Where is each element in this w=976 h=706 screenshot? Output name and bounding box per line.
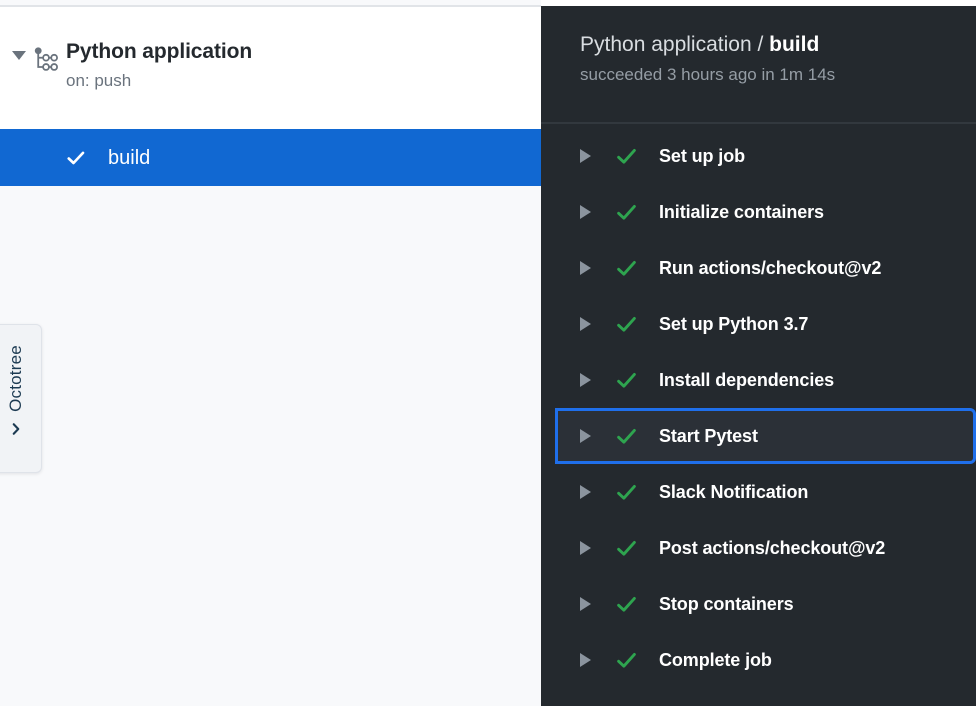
breadcrumb-workflow: Python application <box>580 33 752 56</box>
jobs-panel-empty-area <box>0 186 541 706</box>
check-icon <box>617 204 636 220</box>
step-row[interactable]: Set up job <box>541 128 976 184</box>
caret-right-icon[interactable] <box>580 653 591 667</box>
step-label: Set up job <box>659 146 745 166</box>
step-row[interactable]: Stop containers <box>541 576 976 632</box>
check-icon <box>617 372 636 388</box>
step-row[interactable]: Post actions/checkout@v2 <box>541 520 976 576</box>
steps-panel: Python application / build succeeded 3 h… <box>541 0 976 706</box>
step-row[interactable]: Start Pytest <box>558 408 976 464</box>
step-label: Run actions/checkout@v2 <box>659 258 882 278</box>
step-label: Initialize containers <box>659 202 824 222</box>
check-icon <box>617 148 636 164</box>
steps-panel-top-gap <box>541 0 976 6</box>
breadcrumb: Python application / build <box>580 32 976 58</box>
check-icon <box>617 540 636 556</box>
check-icon <box>617 428 636 444</box>
caret-right-icon[interactable] <box>580 149 591 163</box>
step-row[interactable]: Initialize containers <box>541 184 976 240</box>
run-status-text: succeeded 3 hours ago in 1m 14s <box>580 65 836 84</box>
workflow-title: Python application <box>66 40 253 63</box>
octotree-tab[interactable]: Octotree <box>0 324 42 473</box>
step-label: Slack Notification <box>659 482 809 502</box>
workflow-nodes-icon <box>34 47 58 71</box>
step-row[interactable]: Install dependencies <box>541 352 976 408</box>
step-label: Complete job <box>659 650 772 670</box>
check-icon <box>617 484 636 500</box>
step-row[interactable]: Slack Notification <box>541 464 976 520</box>
workflow-summary-row[interactable]: Python application on: push <box>0 39 252 92</box>
octotree-label: Octotree <box>6 345 25 412</box>
triangle-down-icon <box>12 51 26 60</box>
check-icon <box>617 596 636 612</box>
workflow-texts: Python application on: push <box>66 39 252 92</box>
caret-right-icon[interactable] <box>580 317 591 331</box>
chevron-right-icon <box>12 423 20 435</box>
check-icon <box>67 151 85 164</box>
step-row[interactable]: Set up Python 3.7 <box>541 296 976 352</box>
step-label: Set up Python 3.7 <box>659 314 809 334</box>
step-label: Post actions/checkout@v2 <box>659 538 886 558</box>
check-icon <box>617 652 636 668</box>
caret-right-icon[interactable] <box>580 597 591 611</box>
workflow-trigger: on: push <box>66 71 132 90</box>
job-label: build <box>108 146 151 169</box>
caret-right-icon[interactable] <box>580 541 591 555</box>
step-label: Install dependencies <box>659 370 835 390</box>
panel-top-divider <box>0 5 541 7</box>
caret-right-icon[interactable] <box>580 261 591 275</box>
caret-right-icon[interactable] <box>580 205 591 219</box>
step-label: Stop containers <box>659 594 794 614</box>
steps-header: Python application / build succeeded 3 h… <box>541 6 976 124</box>
step-label: Start Pytest <box>659 426 758 446</box>
workflow-header: Python application on: push <box>0 7 541 129</box>
step-row[interactable]: Run actions/checkout@v2 <box>541 240 976 296</box>
octotree-tab-inner: Octotree <box>0 325 41 472</box>
job-row-build[interactable]: build <box>0 129 541 186</box>
step-row[interactable]: Complete job <box>541 632 976 688</box>
jobs-panel: Python application on: push build Octotr… <box>0 5 541 706</box>
caret-right-icon[interactable] <box>580 485 591 499</box>
workflow-disclosure-toggle[interactable] <box>8 51 30 60</box>
breadcrumb-separator: / <box>751 33 770 56</box>
breadcrumb-job: build <box>769 33 820 56</box>
check-icon <box>617 316 636 332</box>
caret-right-icon[interactable] <box>580 429 591 443</box>
caret-right-icon[interactable] <box>580 373 591 387</box>
check-icon <box>617 260 636 276</box>
